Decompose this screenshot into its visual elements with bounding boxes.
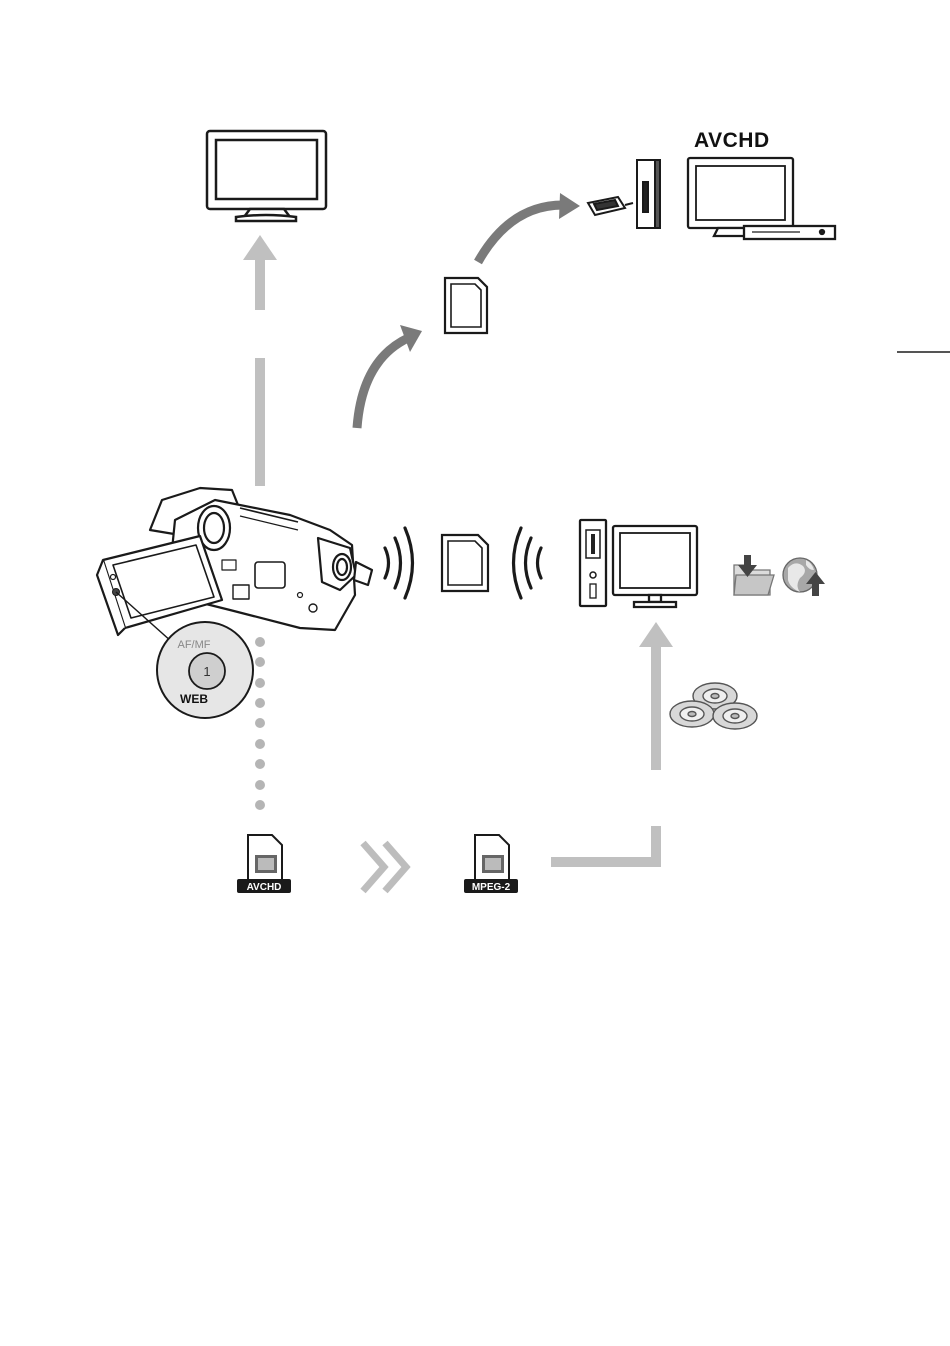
af-mf-label: AF/MF xyxy=(178,639,211,651)
web-label: WEB xyxy=(180,692,208,706)
web-button-callout: AF/MF 1 WEB xyxy=(157,622,253,718)
wireless-signal-icon xyxy=(385,528,413,598)
camcorder-icon xyxy=(97,488,372,635)
mpeg2-file-icon: MPEG-2 xyxy=(464,835,518,893)
wireless-signal-icon-right xyxy=(514,528,542,598)
card-reader-icon xyxy=(588,160,660,228)
tv-icon xyxy=(207,131,326,221)
curved-arrow-to-card xyxy=(357,325,422,428)
folder-download-icon xyxy=(734,555,774,595)
memory-card-icon-middle xyxy=(442,535,488,591)
computer-icon xyxy=(580,520,697,607)
globe-upload-icon xyxy=(783,558,825,596)
curved-arrow-to-reader xyxy=(478,193,580,262)
dotted-line xyxy=(255,637,265,810)
arrow-to-tv xyxy=(243,235,277,486)
discs-icon xyxy=(670,683,757,729)
avchd-tv-player-icon xyxy=(688,158,835,239)
avchd-logo: AVCHD xyxy=(694,129,770,152)
mpeg2-to-computer-connector xyxy=(551,826,656,862)
avchd-file-label: AVCHD xyxy=(247,882,282,893)
mpeg2-file-label: MPEG-2 xyxy=(472,882,511,893)
avchd-file-icon: AVCHD xyxy=(237,835,291,893)
button-number: 1 xyxy=(203,664,210,679)
arrow-to-computer xyxy=(639,622,673,770)
double-chevron-icon xyxy=(363,843,406,891)
memory-card-icon xyxy=(445,278,487,333)
